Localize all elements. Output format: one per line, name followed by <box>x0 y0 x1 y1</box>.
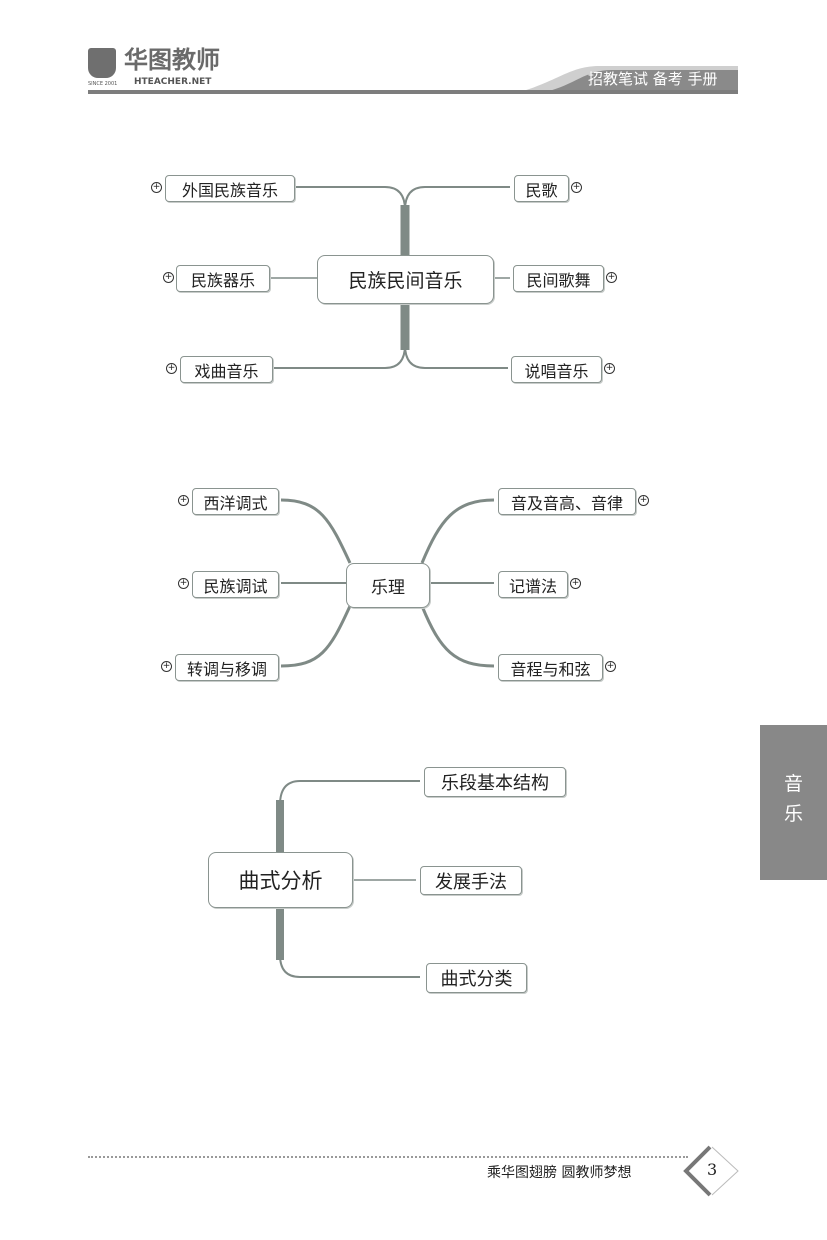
logo-en: HTEACHER.NET <box>134 77 212 87</box>
expand-icon[interactable]: + <box>161 661 172 672</box>
logo-emblem <box>88 48 116 78</box>
expand-icon[interactable]: + <box>638 495 649 506</box>
side-tab-line1: 音 <box>783 773 803 795</box>
map1-node[interactable]: 民歌 <box>514 175 569 202</box>
map3-node[interactable]: 发展手法 <box>420 866 522 895</box>
footer-slogan: 乘华图翅膀 圆教师梦想 <box>487 1165 632 1181</box>
map1-node[interactable]: 民族器乐 <box>176 265 270 292</box>
map1-node[interactable]: 民间歌舞 <box>513 265 604 292</box>
logo-cn: 华图教师 <box>124 46 220 74</box>
map3-center-node[interactable]: 曲式分析 <box>208 852 353 908</box>
expand-icon[interactable]: + <box>571 182 582 193</box>
footer-divider <box>88 1156 688 1158</box>
side-tab-line2: 乐 <box>783 803 803 825</box>
map1-center-node[interactable]: 民族民间音乐 <box>317 255 494 304</box>
side-tab: 音 乐 <box>760 725 827 880</box>
expand-icon[interactable]: + <box>178 578 189 589</box>
expand-icon[interactable]: + <box>604 363 615 374</box>
map3-node[interactable]: 曲式分类 <box>426 963 527 993</box>
logo: SINCE 2001 华图教师 HTEACHER.NET <box>88 48 248 92</box>
page-number: 3 <box>707 1160 718 1179</box>
map2-node[interactable]: 记谱法 <box>498 571 568 598</box>
expand-icon[interactable]: + <box>166 363 177 374</box>
map1-node[interactable]: 说唱音乐 <box>511 356 602 383</box>
header-band <box>88 66 738 94</box>
map3-node[interactable]: 乐段基本结构 <box>424 767 566 797</box>
logo-since: SINCE 2001 <box>88 81 118 87</box>
expand-icon[interactable]: + <box>163 272 174 283</box>
expand-icon[interactable]: + <box>151 182 162 193</box>
map2-node[interactable]: 音程与和弦 <box>498 654 603 681</box>
map1-node[interactable]: 外国民族音乐 <box>165 175 295 202</box>
map2-branches <box>280 498 495 668</box>
map2-center-node[interactable]: 乐理 <box>346 563 430 608</box>
map2-node[interactable]: 音及音高、音律 <box>498 488 636 515</box>
expand-icon[interactable]: + <box>178 495 189 506</box>
map1-node[interactable]: 戏曲音乐 <box>180 356 273 383</box>
map2-node[interactable]: 转调与移调 <box>175 654 279 681</box>
expand-icon[interactable]: + <box>605 661 616 672</box>
expand-icon[interactable]: + <box>570 578 581 589</box>
header-title: 招教笔试 备考 手册 <box>588 70 718 88</box>
map2-node[interactable]: 民族调试 <box>192 571 279 598</box>
expand-icon[interactable]: + <box>606 272 617 283</box>
map2-node[interactable]: 西洋调式 <box>192 488 279 515</box>
